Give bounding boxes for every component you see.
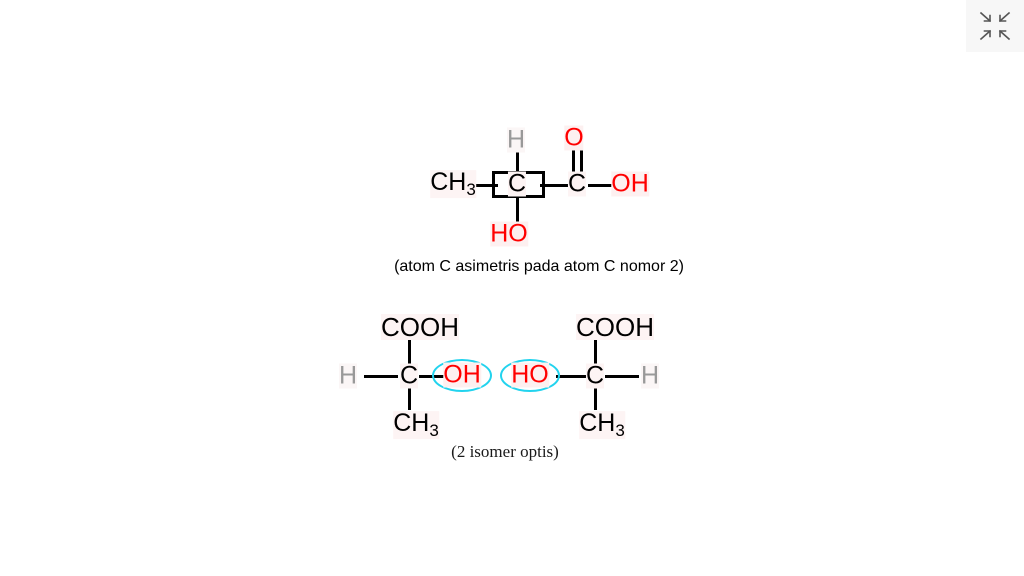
bond-carboxyl-to-hydroxyl [588,184,612,187]
atom-top-hydrogen: H [506,125,526,154]
atom-left-cooh: COOH [381,312,459,342]
atom-carboxyl-hydroxyl: OH [611,169,649,198]
atom-left-carbon: C [399,361,419,390]
bond-right-carbon-to-methyl [594,377,597,410]
atom-carbonyl-oxygen: O [564,123,584,152]
double-bond-line-2 [580,150,583,178]
bond-chiral-carbon-to-hydroxyl [516,184,519,222]
atom-carboxyl-carbon: C [567,169,587,198]
highlight-ellipse-left-oh [432,359,492,392]
bond-chiral-carbon-to-carboxyl [540,184,568,187]
atom-right-methyl: CH3 [579,409,625,440]
bond-left-carbon-to-methyl [408,377,411,410]
atom-methyl-ch3: CH3 [430,168,476,199]
caption-asymmetric-carbon: (atom C asimetris pada atom C nomor 2) [394,258,684,275]
bond-left-cooh-to-carbon [408,337,411,373]
caption-optical-isomers: (2 isomer optis) [451,442,559,461]
bond-chiral-carbon-to-hydrogen [516,148,519,186]
atom-right-hydrogen: H [640,361,660,390]
atom-right-hydroxyl: HO [511,360,549,389]
bond-right-hydroxyl-to-carbon [556,375,586,378]
atom-chiral-carbon: C [507,169,527,198]
highlight-ellipse-right-ho [500,359,560,392]
bond-right-carbon-to-hydrogen [605,375,639,378]
bond-methyl-to-chiral-carbon [470,184,498,187]
atom-bottom-hydroxyl: HO [490,219,528,248]
exit-fullscreen-button[interactable] [966,0,1024,52]
compress-arrows-icon [979,11,1011,41]
atom-left-methyl: CH3 [393,409,439,440]
atom-left-hydroxyl: OH [443,360,481,389]
atom-left-hydrogen: H [338,361,358,390]
atom-right-carbon: C [585,361,605,390]
atom-right-cooh: COOH [576,312,654,342]
bond-left-hydrogen-to-carbon [364,375,398,378]
bond-right-cooh-to-carbon [594,337,597,373]
double-bond-line-1 [572,150,575,178]
